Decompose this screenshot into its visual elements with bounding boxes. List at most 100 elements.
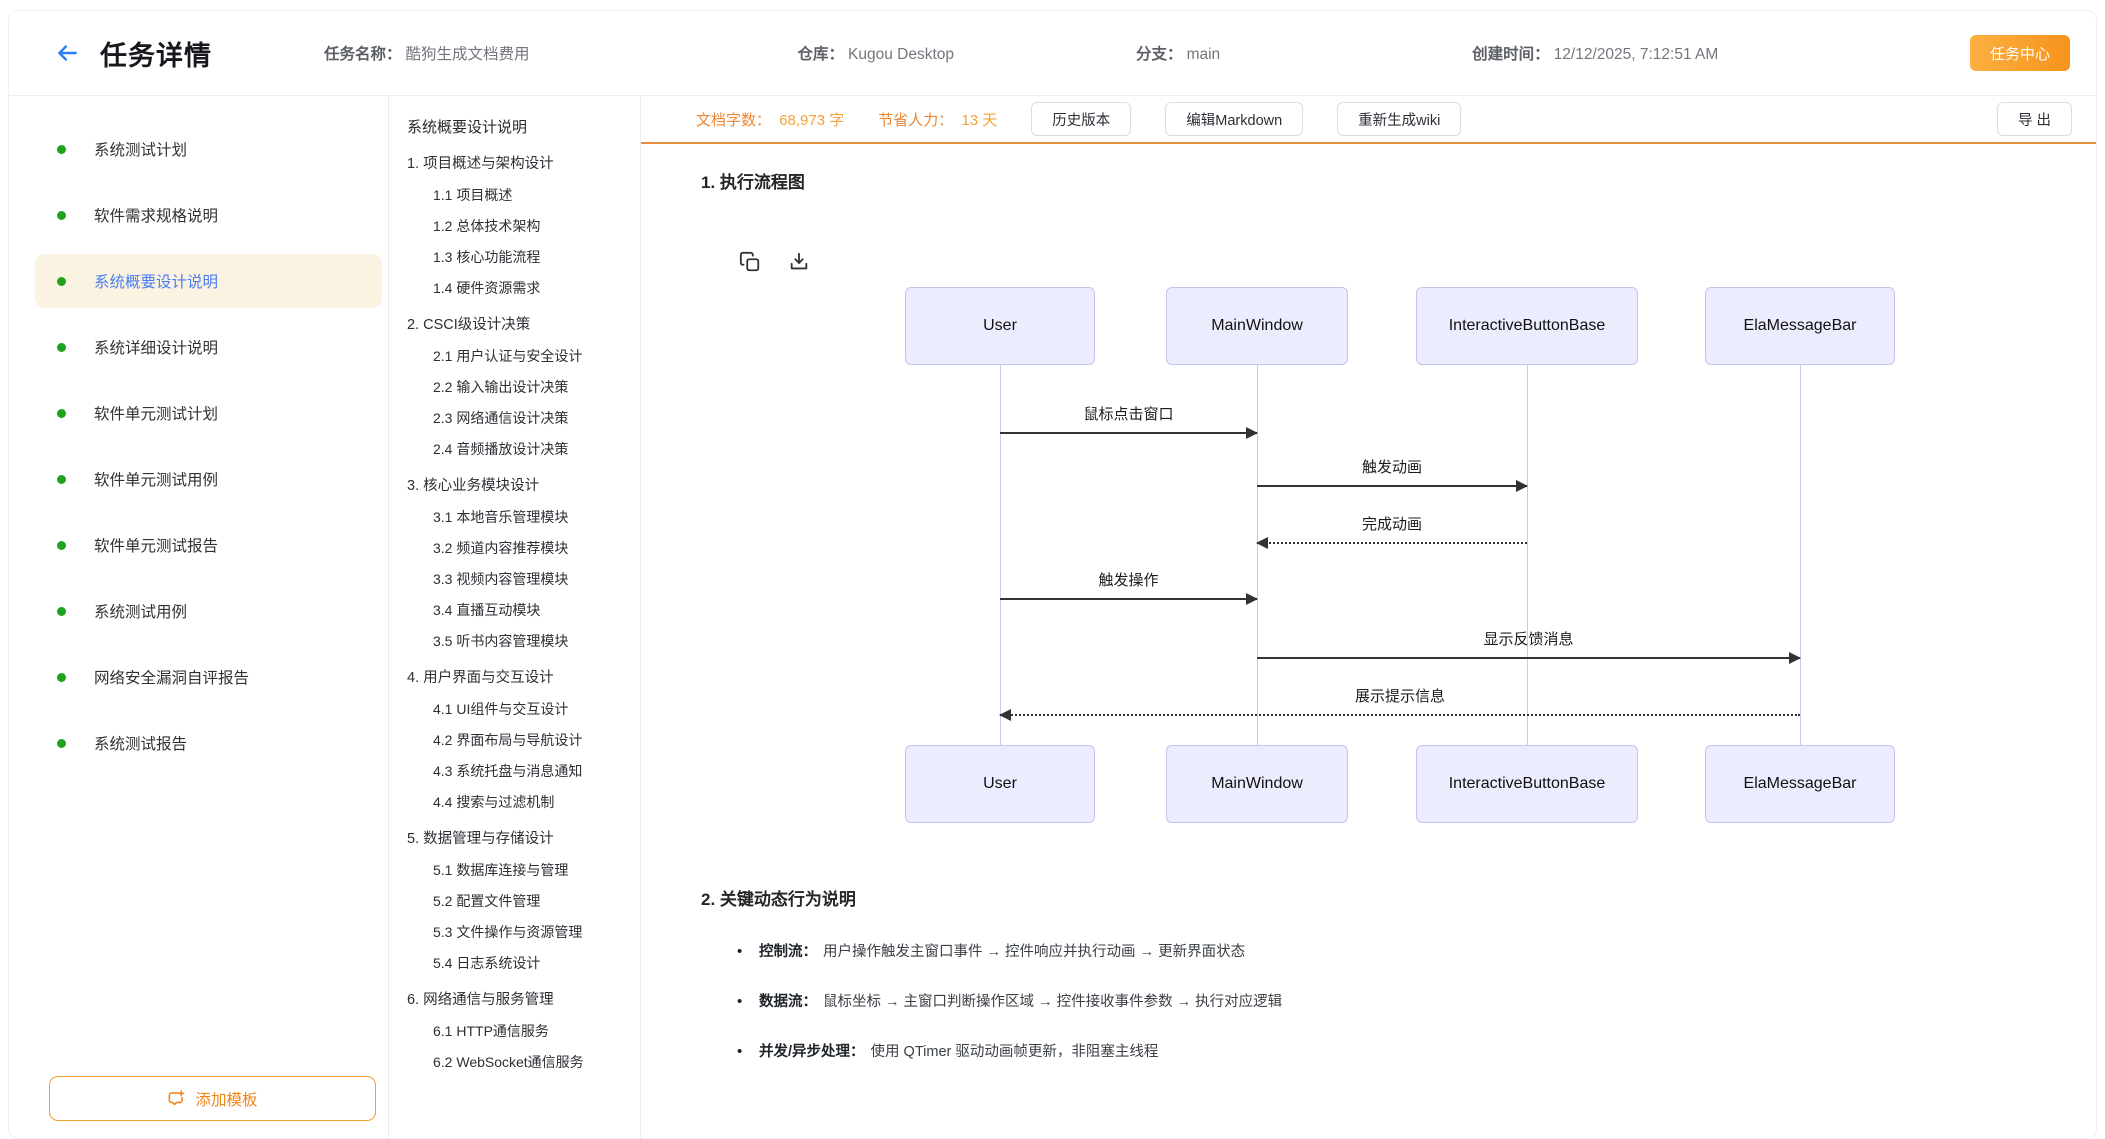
toc-item[interactable]: 2.4 音频播放设计决策 bbox=[433, 441, 569, 457]
stat-word-count-label: 文档字数： bbox=[696, 111, 772, 129]
document-sidebar: 系统测试计划软件需求规格说明系统概要设计说明系统详细设计说明软件单元测试计划软件… bbox=[9, 96, 389, 1138]
sidebar-item[interactable]: 系统测试计划 bbox=[35, 122, 382, 176]
history-version-button[interactable]: 历史版本 bbox=[1031, 102, 1132, 136]
bullet-list: •控制流：用户操作触发主窗口事件 → 控件响应并执行动画 → 更新界面状态 •数据… bbox=[737, 940, 2096, 1061]
sidebar-item-label: 系统详细设计说明 bbox=[94, 340, 219, 357]
toc-item[interactable]: 3. 核心业务模块设计 bbox=[407, 478, 540, 494]
toc-title: 系统概要设计说明 bbox=[407, 119, 528, 136]
field-branch-label: 分支： bbox=[1136, 46, 1183, 63]
toc-item[interactable]: 5.2 配置文件管理 bbox=[433, 893, 541, 909]
stat-saved-effort: 节省人力： 13 天 bbox=[878, 109, 997, 130]
actor-box-elamessagebar: ElaMessageBar bbox=[1705, 745, 1895, 823]
bullet-dot-icon: • bbox=[737, 993, 743, 1010]
add-template-button[interactable]: 添加模板 bbox=[49, 1076, 376, 1121]
toc-item[interactable]: 2.3 网络通信设计决策 bbox=[433, 410, 569, 426]
toc-item[interactable]: 3.2 频道内容推荐模块 bbox=[433, 540, 569, 556]
toc-item[interactable]: 1.4 硬件资源需求 bbox=[433, 280, 541, 296]
stat-saved-effort-value: 13 天 bbox=[961, 111, 998, 129]
sidebar-item[interactable]: 软件单元测试用例 bbox=[35, 452, 382, 506]
toc-item[interactable]: 4.2 界面布局与导航设计 bbox=[433, 732, 583, 748]
section2-title: 2. 关键动态行为说明 bbox=[701, 890, 856, 909]
toc-item[interactable]: 3.4 直播互动模块 bbox=[433, 602, 541, 618]
sidebar-item[interactable]: 系统测试报告 bbox=[35, 716, 382, 770]
task-center-button[interactable]: 任务中心 bbox=[1969, 35, 2070, 71]
sidebar-item-label: 软件单元测试报告 bbox=[94, 538, 219, 555]
toc-item[interactable]: 4.4 搜索与过滤机制 bbox=[433, 794, 555, 810]
toc-item[interactable]: 4. 用户界面与交互设计 bbox=[407, 670, 554, 686]
stat-word-count-value: 68,973 字 bbox=[779, 111, 845, 129]
toc-item[interactable]: 3.3 视频内容管理模块 bbox=[433, 571, 569, 587]
toc-item[interactable]: 1. 项目概述与架构设计 bbox=[407, 156, 554, 172]
arrowhead-icon bbox=[1256, 537, 1268, 549]
sidebar-item[interactable]: 系统测试用例 bbox=[35, 584, 382, 638]
actor-box-mainwindow: MainWindow bbox=[1166, 287, 1348, 365]
field-task-name-label: 任务名称： bbox=[324, 46, 402, 63]
section1-title: 1. 执行流程图 bbox=[701, 173, 805, 192]
toc-item[interactable]: 3.5 听书内容管理模块 bbox=[433, 633, 569, 649]
stat-saved-effort-label: 节省人力： bbox=[878, 111, 954, 129]
lifeline-mainwindow bbox=[1257, 365, 1258, 745]
toc-item[interactable]: 6.1 HTTP通信服务 bbox=[433, 1023, 549, 1039]
actor-box-interactivebuttonbase: InteractiveButtonBase bbox=[1416, 287, 1638, 365]
actor-box-mainwindow: MainWindow bbox=[1166, 745, 1348, 823]
sidebar-item[interactable]: 系统详细设计说明 bbox=[35, 320, 382, 374]
toc-item[interactable]: 6. 网络通信与服务管理 bbox=[407, 992, 554, 1008]
field-created-time-label: 创建时间： bbox=[1472, 46, 1550, 63]
field-task-name: 任务名称： 酷狗生成文档费用 bbox=[324, 42, 530, 64]
toc-item[interactable]: 2. CSCI级设计决策 bbox=[407, 317, 531, 333]
toc-item[interactable]: 1.1 项目概述 bbox=[433, 187, 513, 203]
toc-item[interactable]: 4.1 UI组件与交互设计 bbox=[433, 701, 569, 717]
actor-box-elamessagebar: ElaMessageBar bbox=[1705, 287, 1895, 365]
toc-item[interactable]: 2.2 输入输出设计决策 bbox=[433, 379, 569, 395]
sidebar-item[interactable]: 软件单元测试计划 bbox=[35, 386, 382, 440]
message-arrow bbox=[1000, 427, 1258, 439]
sidebar-item-label: 系统测试计划 bbox=[94, 142, 188, 159]
arrowhead-icon bbox=[1246, 593, 1258, 605]
back-icon[interactable] bbox=[54, 40, 80, 66]
behavior-bullet: •数据流：鼠标坐标 → 主窗口判断操作区域 → 控件接收事件参数 → 执行对应逻… bbox=[737, 990, 2096, 1011]
edit-markdown-button[interactable]: 编辑Markdown bbox=[1165, 102, 1304, 136]
message-arrow bbox=[1000, 593, 1258, 605]
toc-item[interactable]: 2.1 用户认证与安全设计 bbox=[433, 348, 583, 364]
toc-item[interactable]: 4.3 系统托盘与消息通知 bbox=[433, 763, 583, 779]
toc-item[interactable]: 1.2 总体技术架构 bbox=[433, 218, 541, 234]
toc-item[interactable]: 5.1 数据库连接与管理 bbox=[433, 862, 569, 878]
task-detail-window: 任务详情 任务名称： 酷狗生成文档费用 仓库： Kugou Desktop 分支… bbox=[8, 10, 2097, 1139]
sidebar-item-label: 网络安全漏洞自评报告 bbox=[94, 670, 250, 687]
regenerate-wiki-button[interactable]: 重新生成wiki bbox=[1337, 102, 1462, 136]
field-created-time: 创建时间： 12/12/2025, 7:12:51 AM bbox=[1472, 42, 1718, 64]
toc-item[interactable]: 5.4 日志系统设计 bbox=[433, 955, 541, 971]
green-dot-icon bbox=[57, 144, 66, 154]
sidebar-item-label: 系统测试报告 bbox=[94, 736, 188, 753]
sidebar-item[interactable]: 网络安全漏洞自评报告 bbox=[35, 650, 382, 704]
message-label: 展示提示信息 bbox=[1354, 688, 1445, 705]
actor-box-interactivebuttonbase: InteractiveButtonBase bbox=[1416, 745, 1638, 823]
toc-item[interactable]: 1.3 核心功能流程 bbox=[433, 249, 541, 265]
toc-item[interactable]: 5. 数据管理与存储设计 bbox=[407, 831, 554, 847]
behavior-bullet: •控制流：用户操作触发主窗口事件 → 控件响应并执行动画 → 更新界面状态 bbox=[737, 940, 2096, 961]
arrowhead-icon bbox=[1789, 652, 1801, 664]
export-button[interactable]: 导 出 bbox=[1996, 102, 2072, 136]
toc-item[interactable]: 3.1 本地音乐管理模块 bbox=[433, 509, 569, 525]
sidebar-item[interactable]: 系统概要设计说明 bbox=[35, 254, 382, 308]
green-dot-icon bbox=[57, 342, 66, 352]
download-icon[interactable] bbox=[788, 251, 810, 273]
bullet-label: 并发/异步处理： bbox=[759, 1044, 865, 1060]
add-template-label: 添加模板 bbox=[195, 1091, 258, 1109]
bullet-text: 鼠标坐标 → 主窗口判断操作区域 → 控件接收事件参数 → 执行对应逻辑 bbox=[823, 994, 1283, 1010]
lifeline-interactivebuttonbase bbox=[1527, 365, 1528, 745]
message-label: 触发动画 bbox=[1361, 459, 1422, 476]
sidebar-item[interactable]: 软件单元测试报告 bbox=[35, 518, 382, 572]
toc-item[interactable]: 6.2 WebSocket通信服务 bbox=[433, 1054, 584, 1070]
green-dot-icon bbox=[57, 276, 66, 286]
doc-toolbar: 文档字数： 68,973 字 节省人力： 13 天 历史版本 编辑Markdow… bbox=[641, 96, 2096, 144]
page-title: 任务详情 bbox=[100, 40, 212, 71]
green-dot-icon bbox=[57, 210, 66, 220]
sidebar-item[interactable]: 软件需求规格说明 bbox=[35, 188, 382, 242]
toc-item[interactable]: 5.3 文件操作与资源管理 bbox=[433, 924, 583, 940]
message-arrow bbox=[1257, 652, 1801, 664]
message-label: 鼠标点击窗口 bbox=[1083, 406, 1174, 423]
copy-icon[interactable] bbox=[739, 251, 761, 273]
actor-box-user: User bbox=[905, 745, 1095, 823]
field-repo: 仓库： Kugou Desktop bbox=[798, 42, 955, 64]
